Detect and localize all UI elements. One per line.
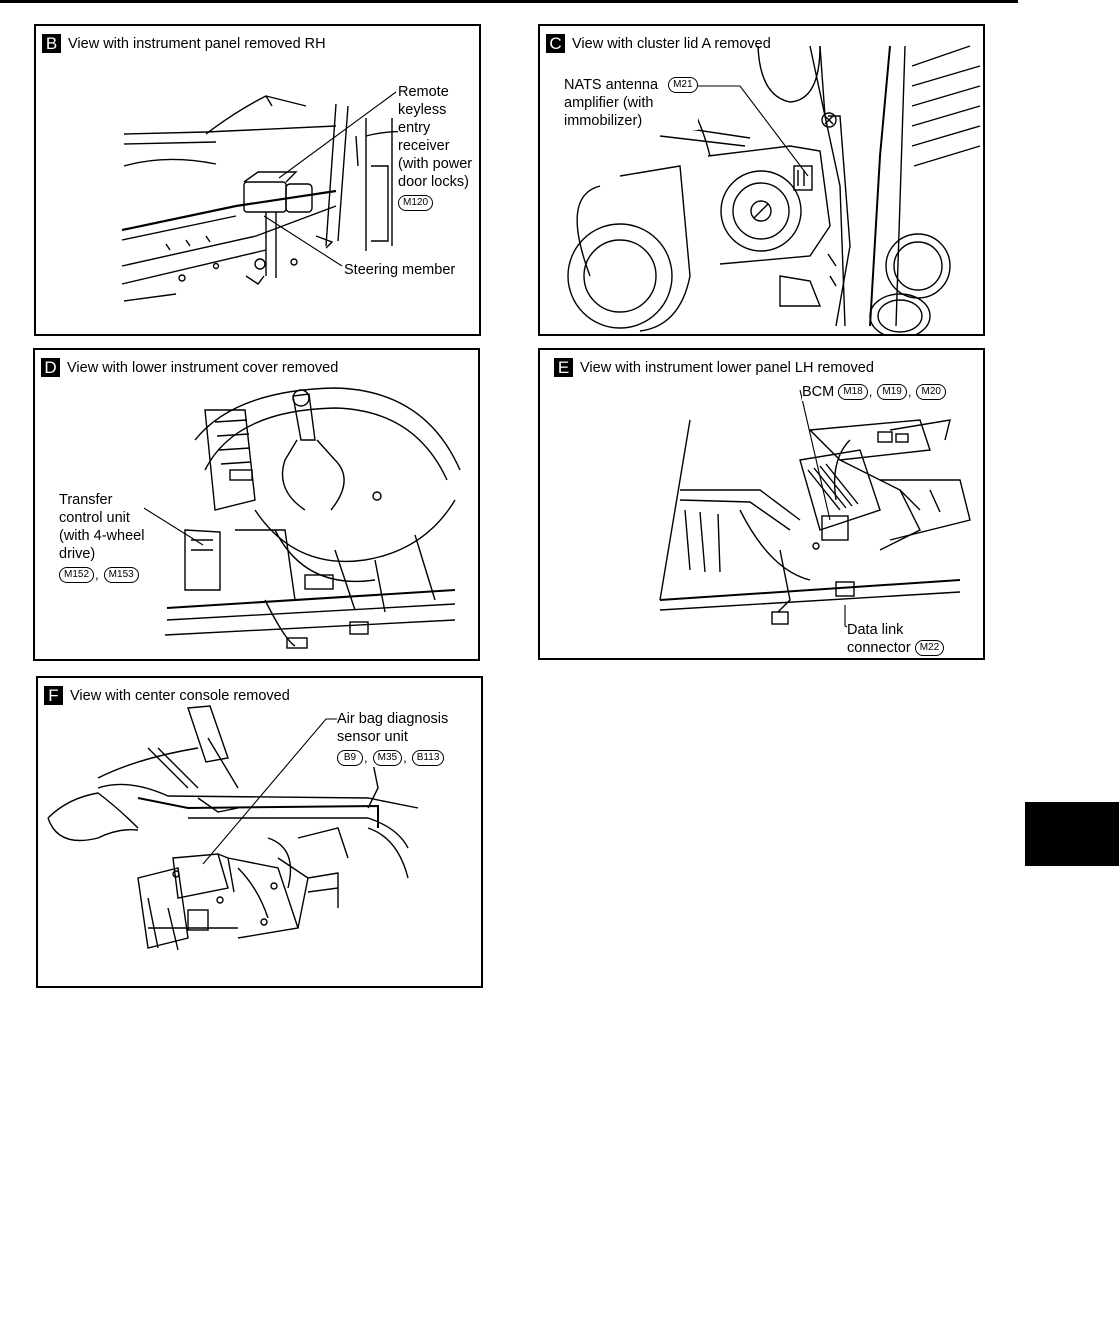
- panel-f-title: View with center console removed: [70, 687, 290, 704]
- transfer-control-label: Transfer control unit (with 4-wheel driv…: [59, 491, 145, 584]
- panel-d: D View with lower instrument cover remov…: [33, 348, 480, 661]
- remote-line-2: keyless: [398, 102, 447, 118]
- transfer-line-1: Transfer: [59, 492, 113, 508]
- connector-badge-m22: M22: [914, 640, 945, 657]
- connector-separator: ,: [868, 384, 873, 399]
- remote-line-6: door locks): [398, 174, 469, 190]
- panel-b: B View with instrument panel removed RH …: [34, 24, 481, 336]
- panel-b-illustration: [121, 91, 437, 302]
- airbag-line-2: sensor unit: [337, 729, 408, 745]
- connector-badge-m18: M18: [838, 384, 868, 401]
- airbag-sensor-label: Air bag diagnosis sensor unit B9, M35, B…: [337, 710, 449, 767]
- connector-badge-b9: B9: [337, 750, 363, 767]
- connector-separator: ,: [403, 750, 407, 765]
- connector-badge-m153: M153: [103, 567, 139, 584]
- transfer-line-3: (with 4-wheel: [59, 528, 145, 544]
- panel-f-badge: F: [44, 686, 63, 705]
- nats-line-3: immobilizer): [564, 113, 643, 129]
- airbag-line-1: Air bag diagnosis: [337, 711, 449, 727]
- connector-separator: ,: [95, 567, 99, 582]
- transfer-line-4: drive): [59, 546, 96, 562]
- connector-separator: ,: [364, 750, 368, 765]
- panel-d-illustration: [121, 387, 461, 649]
- dlc-line-1: Data link: [847, 622, 904, 638]
- section-tab-marker: [1025, 802, 1119, 866]
- connector-badge-m19: M19: [877, 384, 907, 401]
- connector-separator: ,: [907, 384, 912, 399]
- panel-b-header: B View with instrument panel removed RH: [42, 34, 326, 53]
- connector-badge-b113: B113: [411, 750, 445, 767]
- steering-member-label: Steering member: [344, 261, 456, 279]
- remote-line-1: Remote: [398, 84, 449, 100]
- panel-c: C View with cluster lid A removed NATS a…: [538, 24, 985, 336]
- nats-antenna-label: NATS antenna M21 amplifier (with immobil…: [564, 76, 698, 130]
- panel-b-badge: B: [42, 34, 61, 53]
- panel-e-header: E View with instrument lower panel LH re…: [554, 358, 874, 377]
- transfer-line-2: control unit: [59, 510, 130, 526]
- panel-d-title: View with lower instrument cover removed: [67, 359, 339, 376]
- panel-c-illustration: [567, 45, 981, 334]
- connector-badge-m152: M152: [59, 567, 95, 584]
- panel-c-header: C View with cluster lid A removed: [546, 34, 771, 53]
- panel-f-header: F View with center console removed: [44, 686, 290, 705]
- panel-e: E View with instrument lower panel LH re…: [538, 348, 985, 660]
- remote-line-3: entry: [398, 120, 431, 136]
- panel-c-title: View with cluster lid A removed: [572, 35, 771, 52]
- panel-d-badge: D: [41, 358, 60, 377]
- panel-e-badge: E: [554, 358, 573, 377]
- panel-b-title: View with instrument panel removed RH: [68, 35, 326, 52]
- nats-line-2: amplifier (with: [564, 95, 654, 111]
- panel-f-illustration: [47, 705, 419, 951]
- panel-d-header: D View with lower instrument cover remov…: [41, 358, 338, 377]
- connector-badge-m120: M120: [398, 195, 434, 212]
- connector-badge-m21: M21: [668, 77, 698, 94]
- panel-e-illustration: [659, 389, 971, 629]
- connector-badge-m20: M20: [916, 384, 946, 401]
- bcm-label: BCM M18, M19, M20: [802, 383, 946, 401]
- bcm-text: BCM: [802, 384, 835, 400]
- panel-e-title: View with instrument lower panel LH remo…: [580, 359, 874, 376]
- panel-c-badge: C: [546, 34, 565, 53]
- dlc-line-2: connector: [847, 640, 911, 656]
- remote-line-5: (with power: [398, 156, 473, 172]
- panel-f: F View with center console removed Air b…: [36, 676, 483, 988]
- top-rule: [0, 0, 1018, 3]
- remote-line-4: receiver: [398, 138, 450, 154]
- nats-line-1: NATS antenna: [564, 77, 659, 93]
- data-link-connector-label: Data link connector M22: [847, 621, 945, 657]
- connector-badge-m35: M35: [372, 750, 403, 767]
- remote-keyless-label: Remote keyless entry receiver (with powe…: [398, 83, 473, 212]
